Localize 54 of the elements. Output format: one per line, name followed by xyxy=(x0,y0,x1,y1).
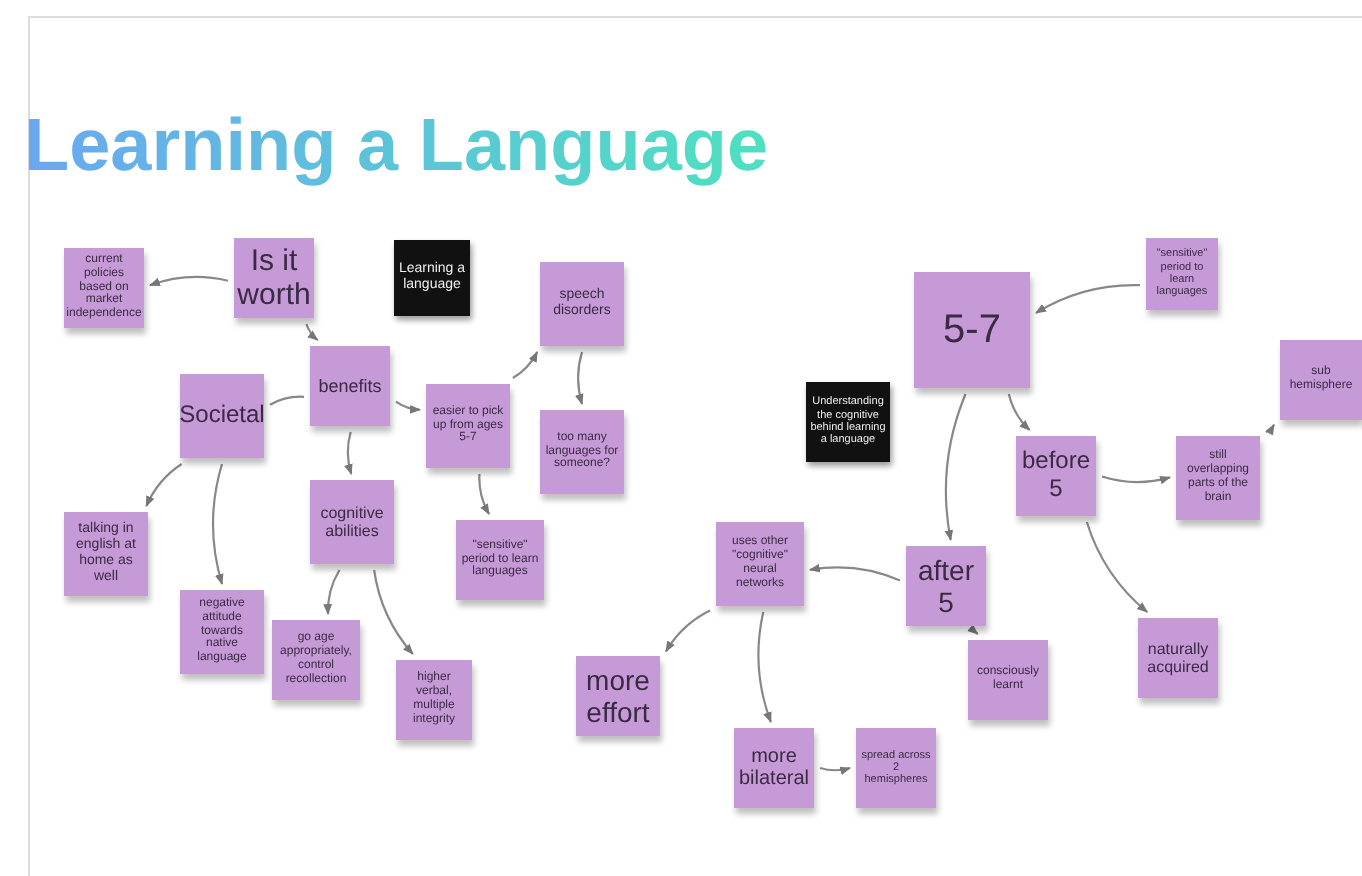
arrow xyxy=(305,323,319,341)
sticky-note xyxy=(310,480,394,564)
arrow xyxy=(344,431,353,476)
note-text: Societal xyxy=(180,402,264,430)
arrow xyxy=(395,400,422,414)
arrow xyxy=(512,351,539,379)
note-text: Is it worth xyxy=(237,243,311,313)
sticky-note xyxy=(968,640,1048,720)
sticky-note xyxy=(426,384,510,468)
sticky-note xyxy=(1280,340,1362,420)
arrow xyxy=(1101,475,1172,485)
sticky-note xyxy=(180,590,264,674)
sticky-note xyxy=(540,410,624,494)
sticky-note xyxy=(540,262,624,346)
sticky-note xyxy=(456,520,544,600)
arrow xyxy=(808,564,901,582)
sticky-note xyxy=(1176,436,1260,520)
sticky-note xyxy=(1146,238,1218,310)
arrow xyxy=(575,351,584,406)
arrow xyxy=(967,624,979,635)
sticky-note xyxy=(914,272,1030,388)
sticky-note xyxy=(310,346,390,426)
title-note xyxy=(394,240,470,316)
arrow xyxy=(1085,521,1148,613)
note-text: naturally acquired xyxy=(1145,639,1211,677)
sticky-note xyxy=(396,660,472,740)
sticky-note xyxy=(716,522,804,606)
arrow xyxy=(944,393,967,542)
sticky-note xyxy=(856,728,936,808)
sticky-note xyxy=(734,728,814,808)
arrow xyxy=(665,609,711,653)
note-text: cognitive abilities xyxy=(318,503,386,541)
arrow xyxy=(323,569,341,616)
arrow xyxy=(478,473,490,515)
note-text: benefits xyxy=(318,375,382,397)
title-note xyxy=(806,382,890,462)
sticky-note xyxy=(1138,618,1218,698)
arrow xyxy=(145,463,183,507)
arrow xyxy=(757,611,772,724)
note-text: 5-7 xyxy=(943,307,1001,353)
arrow xyxy=(148,275,229,287)
note-text: more effort xyxy=(584,663,652,729)
arrow xyxy=(373,569,414,655)
arrow xyxy=(1007,393,1031,431)
note-text: before 5 xyxy=(1020,448,1092,504)
sticky-note xyxy=(272,620,360,700)
arrow xyxy=(211,463,224,586)
sticky-note xyxy=(1016,436,1096,516)
note-text: after 5 xyxy=(915,553,976,619)
arrow xyxy=(1035,284,1140,314)
note-text: more bilateral xyxy=(738,745,810,791)
arrow xyxy=(819,766,852,775)
sticky-note xyxy=(180,374,264,458)
arrow xyxy=(1265,423,1275,436)
